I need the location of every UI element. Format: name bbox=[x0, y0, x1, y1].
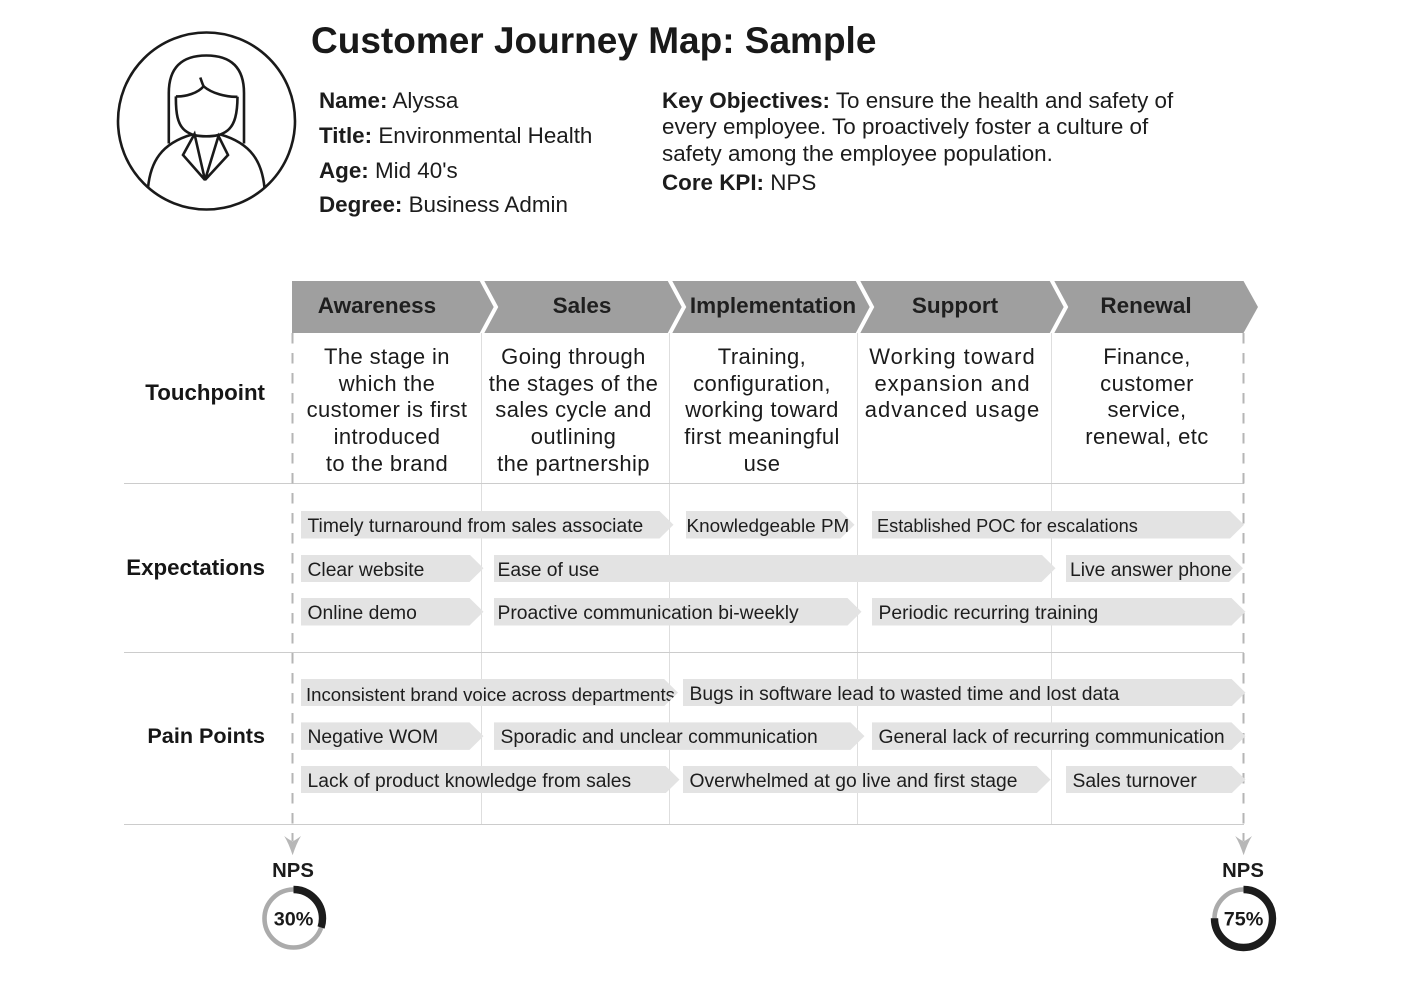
svg-text:30%: 30% bbox=[274, 909, 314, 931]
svg-text:75%: 75% bbox=[1223, 909, 1263, 931]
